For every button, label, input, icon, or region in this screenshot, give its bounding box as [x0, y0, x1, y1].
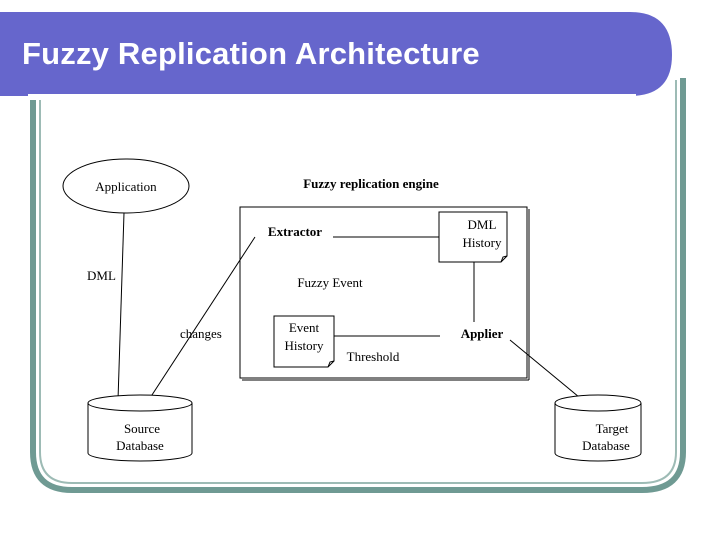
target-database-label-2: Database	[582, 438, 630, 453]
threshold-label: Threshold	[347, 349, 400, 364]
event-history-label-2: History	[285, 338, 325, 353]
slide-title: Fuzzy Replication Architecture	[22, 36, 480, 71]
connector-application-source	[117, 212, 125, 401]
fuzzy-event-label: Fuzzy Event	[297, 275, 363, 290]
dml-history-fold	[500, 255, 508, 263]
source-database-label-1: Source	[124, 421, 160, 436]
target-database-node	[554, 394, 642, 462]
source-database-label-2: Database	[116, 438, 164, 453]
event-history-fold	[327, 360, 335, 368]
dml-history-label-1: DML	[468, 217, 497, 232]
event-history-label-1: Event	[289, 320, 320, 335]
engine-label: Fuzzy replication engine	[303, 176, 439, 191]
dml-history-node	[438, 211, 508, 263]
frame-border	[30, 78, 686, 493]
application-label: Application	[95, 179, 157, 194]
title-banner	[0, 12, 672, 96]
engine-boundary	[239, 206, 528, 379]
frame-border-inner	[39, 80, 677, 484]
extractor-label: Extractor	[268, 224, 322, 239]
dml-history-label-2: History	[463, 235, 503, 250]
source-database-node	[87, 394, 193, 462]
connector-applier-target	[509, 339, 586, 403]
application-node	[62, 158, 190, 214]
event-history-node	[273, 315, 335, 368]
applier-label: Applier	[461, 326, 504, 341]
changes-label: changes	[180, 326, 222, 341]
dml-label: DML	[87, 268, 116, 283]
target-database-label-1: Target	[596, 421, 629, 436]
connector-source-extractor	[149, 236, 256, 399]
